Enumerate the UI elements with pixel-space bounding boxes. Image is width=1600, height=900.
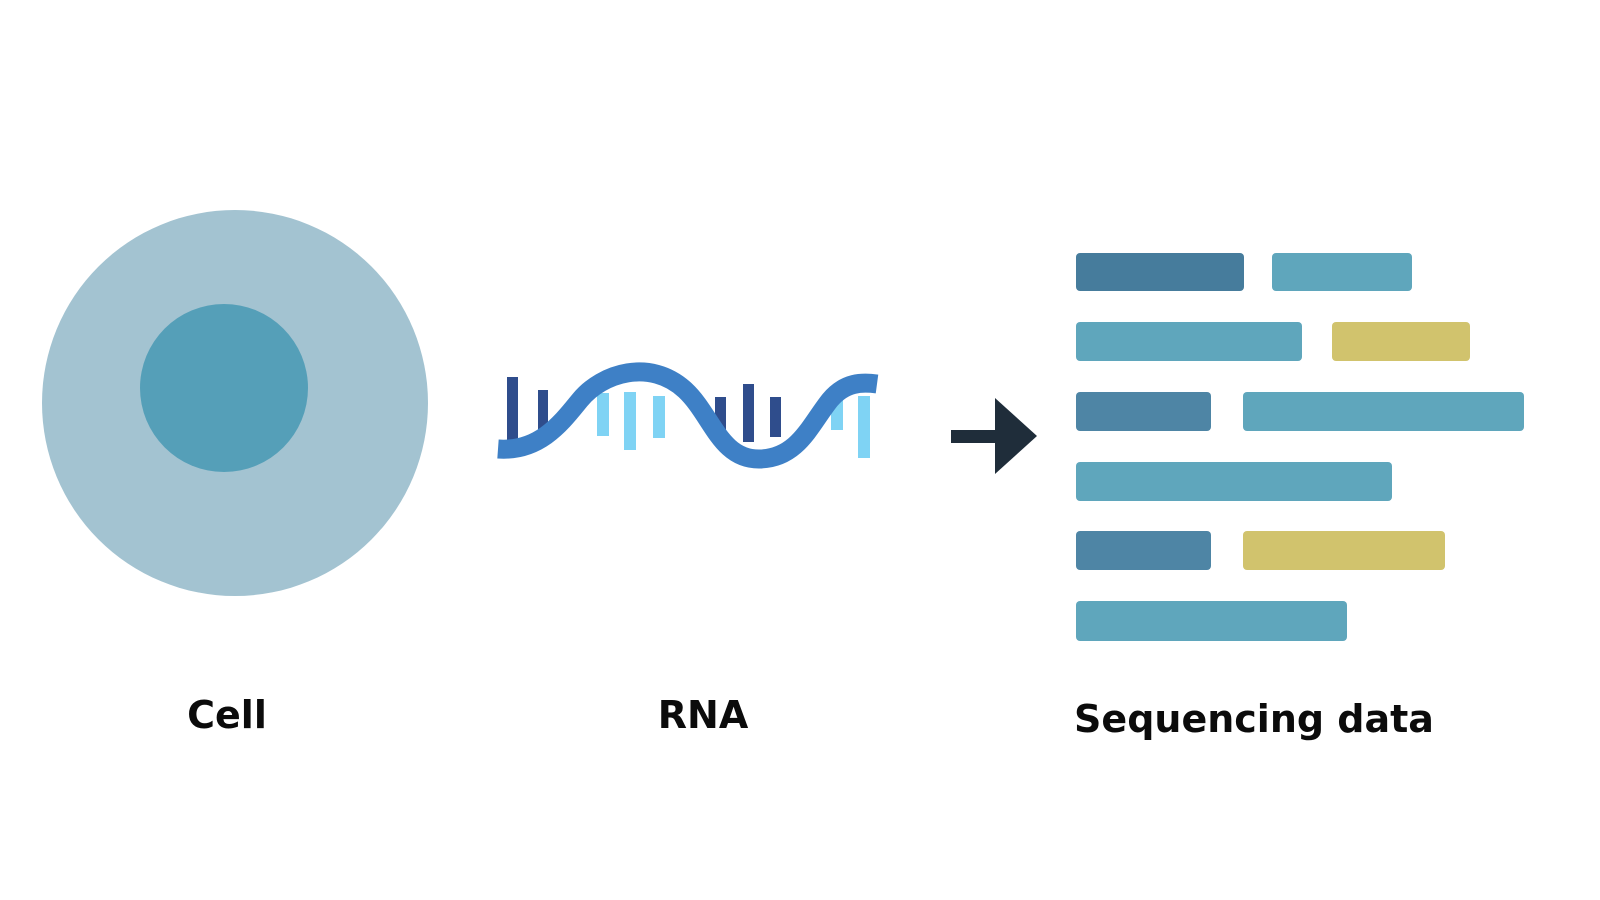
sequencing-read bbox=[1076, 322, 1302, 361]
sequencing-read bbox=[1272, 253, 1412, 291]
rna-base-dark bbox=[770, 397, 781, 437]
cell-nucleus bbox=[140, 304, 308, 472]
sequencing-read bbox=[1076, 531, 1211, 570]
rna-base-light bbox=[858, 396, 870, 458]
sequencing-read bbox=[1076, 253, 1244, 291]
sequencing-read bbox=[1243, 392, 1524, 431]
sequencing-read bbox=[1076, 392, 1211, 431]
cell-label: Cell bbox=[187, 693, 267, 737]
rna-base-light bbox=[597, 393, 609, 436]
sequencing-reads bbox=[1076, 253, 1524, 641]
arrow-right-icon bbox=[951, 398, 1037, 474]
rna-base-dark bbox=[507, 377, 518, 441]
rna-label: RNA bbox=[658, 693, 749, 737]
rna-base-light bbox=[653, 396, 665, 438]
sequencing-read bbox=[1076, 601, 1347, 641]
sequencing-read bbox=[1243, 531, 1445, 570]
sequencing-data-label: Sequencing data bbox=[1074, 697, 1434, 741]
rna-base-dark bbox=[715, 397, 726, 439]
rna-base-dark bbox=[743, 384, 754, 442]
sequencing-read bbox=[1076, 462, 1392, 501]
cell-illustration bbox=[42, 210, 428, 596]
rna-base-dark bbox=[538, 390, 548, 434]
sequencing-read bbox=[1332, 322, 1470, 361]
rna-backbone bbox=[497, 362, 879, 469]
rna-illustration bbox=[497, 362, 879, 469]
rna-base-light bbox=[624, 392, 636, 450]
